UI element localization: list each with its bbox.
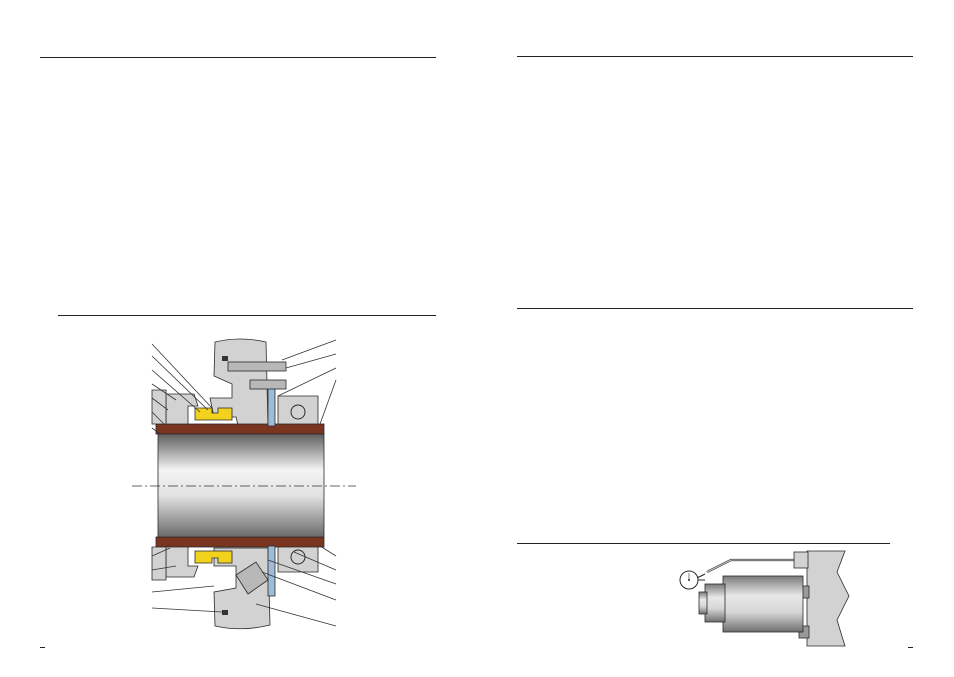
oring-2 bbox=[222, 610, 228, 615]
oring-1 bbox=[222, 356, 228, 361]
port-upper bbox=[290, 404, 306, 420]
indicator-arm-inner bbox=[706, 559, 795, 573]
chamber-block-upper bbox=[277, 395, 319, 426]
gland-bolt-upper-2 bbox=[249, 379, 287, 390]
sleeve-upper bbox=[155, 423, 325, 435]
seal-face-upper bbox=[194, 407, 233, 421]
shaft-stub bbox=[704, 583, 726, 623]
shaft bbox=[157, 433, 325, 538]
shaft-collar bbox=[698, 591, 708, 615]
mechanical-seal-cross-section-icon bbox=[132, 338, 356, 630]
gland-bolt-upper-1 bbox=[227, 361, 287, 372]
clamp-ring-lower bbox=[151, 546, 167, 581]
indicator-arm bbox=[706, 558, 795, 573]
gland-plate-lower bbox=[267, 545, 276, 597]
right-section-rule-2 bbox=[517, 543, 890, 544]
left-section-rule bbox=[58, 315, 436, 316]
left-page-mark bbox=[40, 647, 45, 648]
right-top-rule bbox=[517, 56, 913, 57]
dial-indicator-icon bbox=[679, 570, 706, 590]
indicator-mount bbox=[793, 551, 809, 569]
right-page-mark bbox=[908, 647, 913, 648]
drive-collar-upper bbox=[165, 393, 199, 425]
left-page bbox=[40, 57, 436, 648]
sleeve-lower bbox=[155, 536, 325, 548]
shaft-cylinder bbox=[722, 575, 804, 633]
right-page bbox=[477, 0, 954, 677]
set-screw-lower bbox=[235, 561, 269, 595]
seal-face-lower bbox=[194, 550, 233, 564]
pump-shaft-housing-icon bbox=[679, 550, 850, 647]
left-top-rule bbox=[40, 57, 436, 58]
right-section-rule-1 bbox=[517, 308, 913, 309]
drive-collar-lower bbox=[165, 546, 199, 578]
pump-housing bbox=[806, 550, 850, 647]
leader-lines bbox=[151, 339, 337, 627]
